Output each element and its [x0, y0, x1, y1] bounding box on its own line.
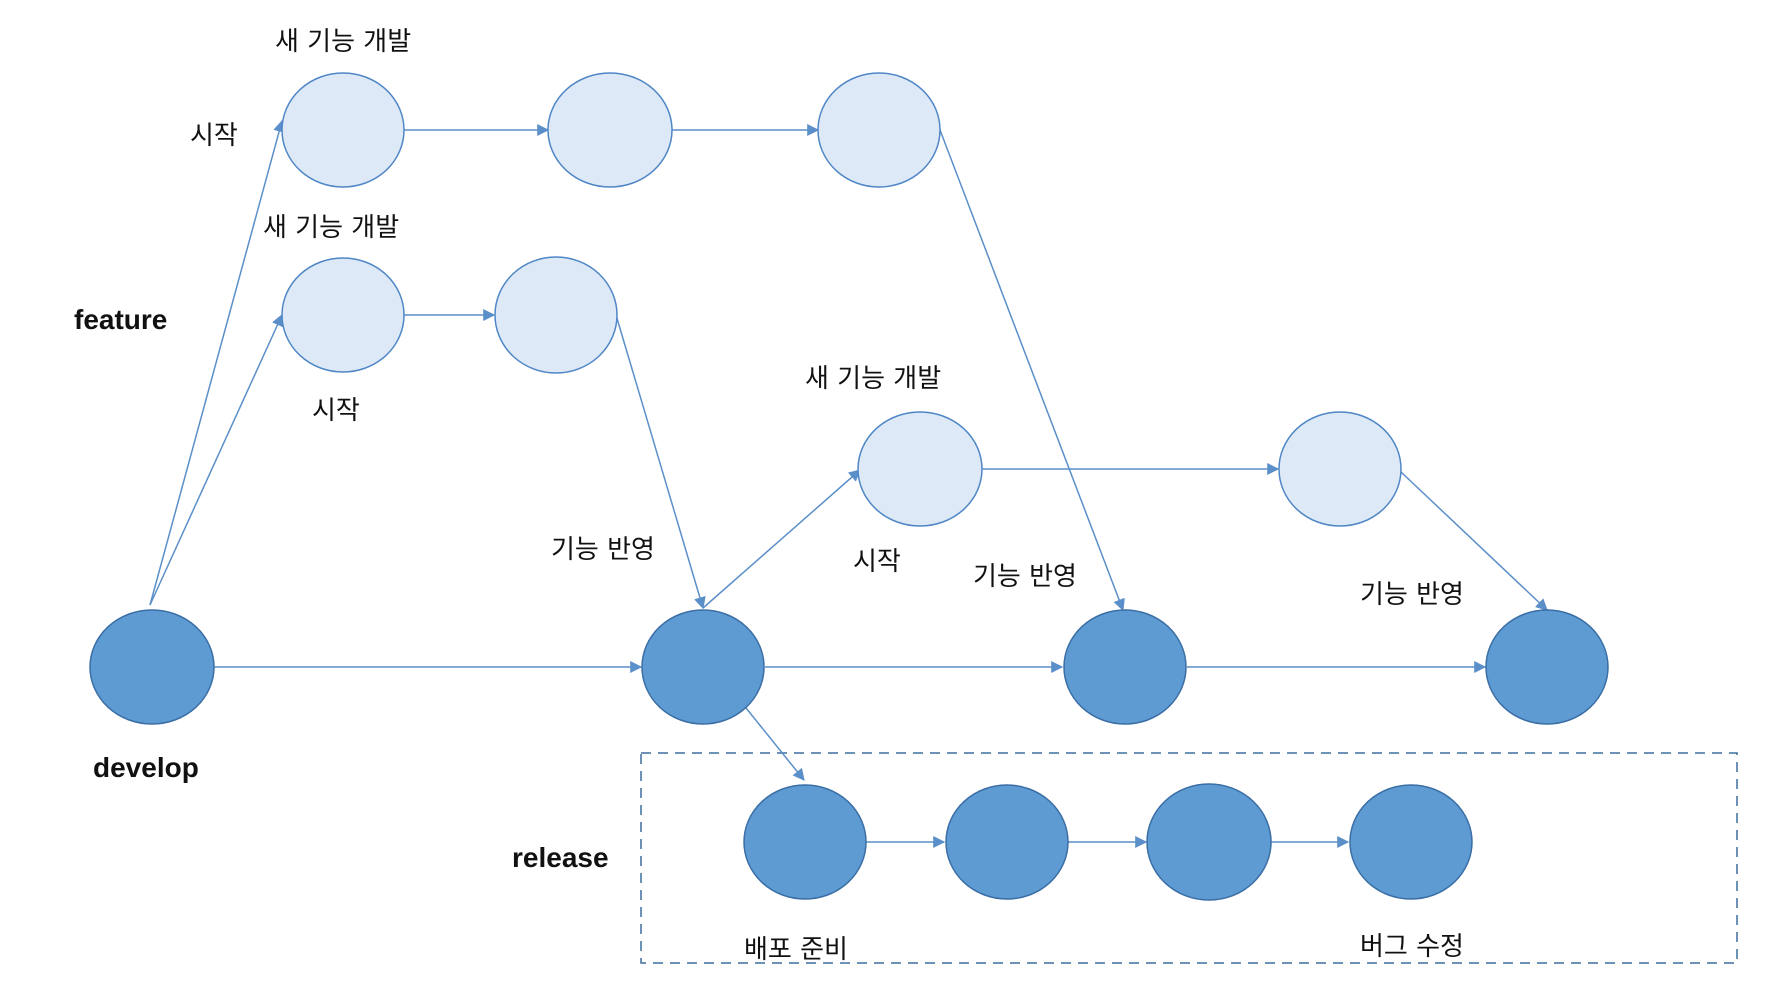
- label-start-top: 시작: [190, 121, 238, 151]
- edges: [149, 119, 1548, 848]
- edge-develop2-to-release: [745, 707, 805, 781]
- branch-label-develop: develop: [93, 752, 199, 783]
- label-merge-second: 기능 반영: [973, 562, 1077, 592]
- branch-label-release: release: [512, 842, 609, 873]
- feature3-commit-1: [857, 411, 983, 527]
- label-bug-fix: 버그 수정: [1360, 932, 1464, 962]
- branch-label-feature: feature: [74, 304, 167, 335]
- release-nodes: [743, 783, 1473, 901]
- feature-nodes: [281, 72, 1402, 527]
- release-commit-2: [945, 784, 1069, 900]
- release-commit-1: [743, 784, 867, 900]
- feature1-commit-3: [817, 72, 941, 188]
- edge-develop-to-feature1: [149, 119, 285, 606]
- develop-commit-3: [1063, 609, 1187, 725]
- develop-commit-1: [89, 609, 215, 725]
- label-release-prepare: 배포 준비: [744, 935, 848, 965]
- develop-commit-4: [1485, 609, 1609, 725]
- release-branch-box: [640, 752, 1738, 964]
- develop-nodes: [89, 609, 1609, 725]
- label-start-second: 시작: [312, 396, 360, 426]
- edge-f1c-to-develop3: [939, 129, 1125, 612]
- label-merge-third: 기능 반영: [1360, 580, 1464, 610]
- label-merge-first: 기능 반영: [551, 535, 655, 565]
- feature2-commit-2: [494, 256, 618, 374]
- edge-f3b-to-develop4: [1400, 471, 1548, 611]
- release-commit-4: [1349, 784, 1473, 900]
- feature3-commit-2: [1278, 411, 1402, 527]
- develop-commit-2: [641, 609, 765, 725]
- label-start-third: 시작: [853, 547, 901, 577]
- edge-develop-to-feature2: [149, 313, 283, 606]
- release-commit-3: [1146, 783, 1272, 901]
- feature1-commit-1: [281, 72, 405, 188]
- edge-develop2-to-feature3: [702, 469, 861, 609]
- feature2-commit-1: [281, 257, 405, 373]
- label-new-feature-top: 새 기능 개발: [275, 27, 411, 57]
- feature1-commit-2: [547, 72, 673, 188]
- edge-f2b-to-develop2: [615, 314, 706, 610]
- label-new-feature-second: 새 기능 개발: [263, 213, 399, 243]
- label-new-feature-third: 새 기능 개발: [805, 364, 941, 394]
